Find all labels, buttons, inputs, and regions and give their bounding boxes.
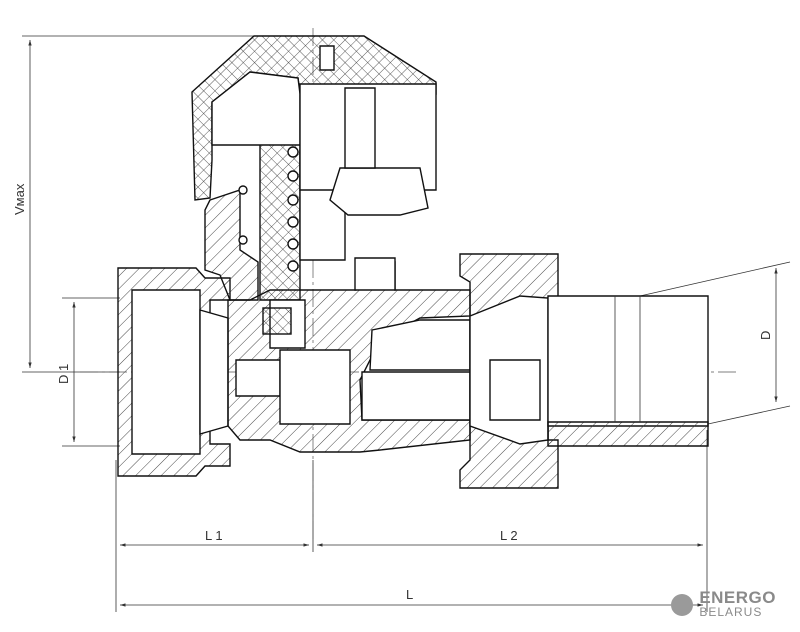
dimension-vmax-label: Vмах bbox=[12, 183, 27, 215]
dimension-d1: D 1 bbox=[56, 297, 120, 447]
tailpiece-pipe bbox=[547, 295, 709, 447]
inlet-body bbox=[117, 267, 231, 477]
logo-mark-icon bbox=[671, 594, 694, 616]
dimension-l: L bbox=[120, 587, 703, 607]
spring bbox=[238, 146, 299, 272]
dimension-l1: L 1 bbox=[115, 460, 314, 612]
dimension-l1-label: L 1 bbox=[205, 528, 223, 543]
energo-belarus-logo: ENERGO BELARUS bbox=[671, 588, 776, 620]
seal-packing bbox=[262, 307, 292, 335]
union-nut bbox=[459, 253, 559, 489]
dimension-d1-label: D 1 bbox=[56, 364, 71, 384]
dimension-l-label: L bbox=[406, 587, 413, 602]
dimension-l2: L 2 bbox=[317, 430, 708, 612]
dimension-d: D bbox=[639, 261, 791, 425]
logo-line1: ENERGO bbox=[699, 588, 776, 607]
protective-cap bbox=[191, 35, 437, 216]
dimension-l2-label: L 2 bbox=[500, 528, 518, 543]
logo-line2: BELARUS bbox=[699, 605, 763, 619]
dimension-d-label: D bbox=[758, 331, 773, 340]
cap-marking-icon bbox=[319, 45, 335, 71]
